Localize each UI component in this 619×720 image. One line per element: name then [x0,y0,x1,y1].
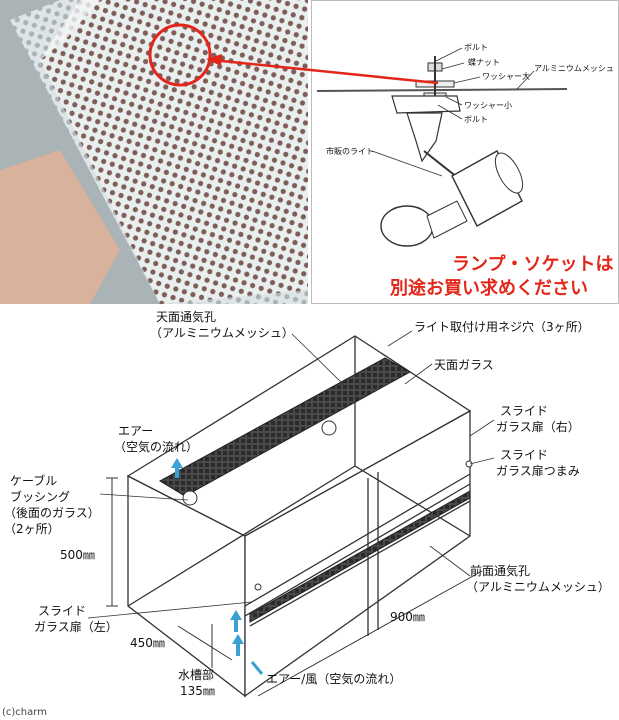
label-air-sub: （空気の流れ） [114,440,199,454]
label-top-vent: 天面通気孔 [156,310,217,324]
label-top-glass: 天面ガラス [434,358,494,372]
label-commercial-light: 市販のライト [326,147,374,156]
label-knob-2: ガラス扉つまみ [496,464,580,478]
label-top-vent-sub: （アルミニウムメッシュ） [150,326,294,340]
label-height: 500㎜ [60,548,95,562]
cage-diagram: 天面通気孔 （アルミニウムメッシュ） ライト取付け用ネジ穴（3ヶ所） 天面ガラス… [0,306,619,720]
top-vent-mesh [158,357,412,497]
door-knob-left [254,583,262,591]
label-knob-1: スライド [500,448,549,462]
label-width: 900㎜ [390,610,425,624]
mesh-photo [0,0,308,304]
note-line-1: ランプ・ソケットは [452,254,614,275]
front-vent-mesh [249,490,471,623]
label-air-wind: エアー/風（空気の流れ） [266,672,402,686]
label-slide-left-1: スライド [38,604,87,618]
mesh-bar [316,88,568,92]
highlight-circle [148,23,212,87]
label-air: エアー [118,424,154,438]
pointer-arrow [206,54,439,85]
label-slide-right-1: スライド [500,404,549,418]
label-cable-3: （後面のガラス） [4,506,100,520]
cable-bushing-hole [321,420,337,436]
label-washer-small: ワッシャー小 [464,101,512,110]
label-slide-left-2: ガラス扉（左） [34,620,118,634]
door-knob-right [465,460,473,468]
label-wing-nut: 蝶ナット [468,58,500,67]
air-arrows [171,458,264,675]
label-slide-right-2: ガラス扉（右） [496,420,580,434]
label-light-screw-holes: ライト取付け用ネジ穴（3ヶ所） [414,320,590,334]
cable-bushing-hole-2 [182,490,198,506]
label-cable-2: ブッシング [10,490,71,504]
label-tank-2: 135㎜ [180,684,215,698]
label-depth: 450㎜ [130,636,165,650]
hand-shape [0,150,120,304]
label-front-vent: 前面通気孔 [470,564,531,578]
mounting-diagram: ボルト 蝶ナット ワッシャー大 アルミニウムメッシュ ワッシャー小 ボルト 市販… [311,0,619,304]
label-washer-large: ワッシャー大 [482,72,530,81]
label-aluminium-mesh: アルミニウムメッシュ [534,64,614,73]
label-bolt-top: ボルト [464,43,488,52]
label-bolt-bottom: ボルト [464,115,488,124]
mesh-sheet-front [40,0,308,304]
credit-text: (c)charm [2,707,47,718]
label-cable-4: （2ヶ所） [4,522,60,536]
bulb [380,205,434,247]
mounting-drawing [316,47,568,247]
label-tank-1: 水槽部 [178,668,215,682]
note-line-2: 別途お買い求めください [390,278,588,299]
label-front-vent-sub: （アルミニウムメッシュ） [466,580,610,594]
mesh-photo-image [0,0,308,304]
label-cable-1: ケーブル [10,474,58,488]
cage-drawing [87,330,495,698]
